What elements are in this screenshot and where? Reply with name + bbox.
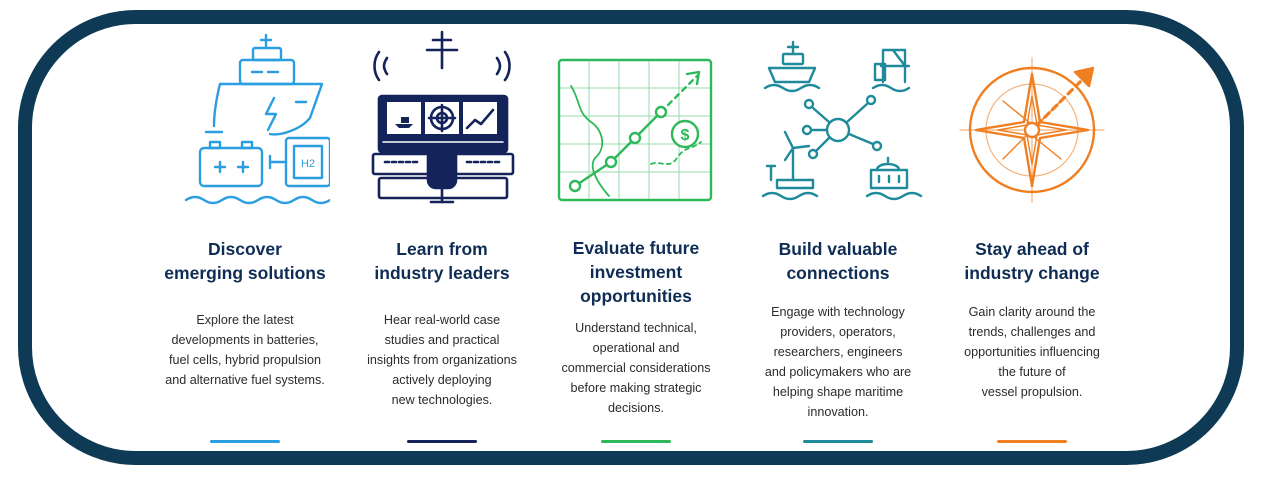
dollar-symbol: $ bbox=[681, 127, 690, 144]
accent-bar bbox=[210, 440, 280, 443]
accent-bar bbox=[803, 440, 873, 443]
accent-bar bbox=[407, 440, 477, 443]
network-connections-icon bbox=[753, 30, 923, 215]
compass-rose-icon bbox=[947, 30, 1117, 215]
investment-map-chart-icon: $ bbox=[551, 30, 721, 215]
ship-battery-hydrogen-icon: H2 bbox=[160, 30, 330, 215]
h2-label: H2 bbox=[301, 158, 315, 170]
accent-bar bbox=[601, 440, 671, 443]
accent-bar bbox=[997, 440, 1067, 443]
ship-bridge-control-icon bbox=[357, 30, 527, 215]
rounded-border-frame bbox=[18, 10, 1244, 465]
